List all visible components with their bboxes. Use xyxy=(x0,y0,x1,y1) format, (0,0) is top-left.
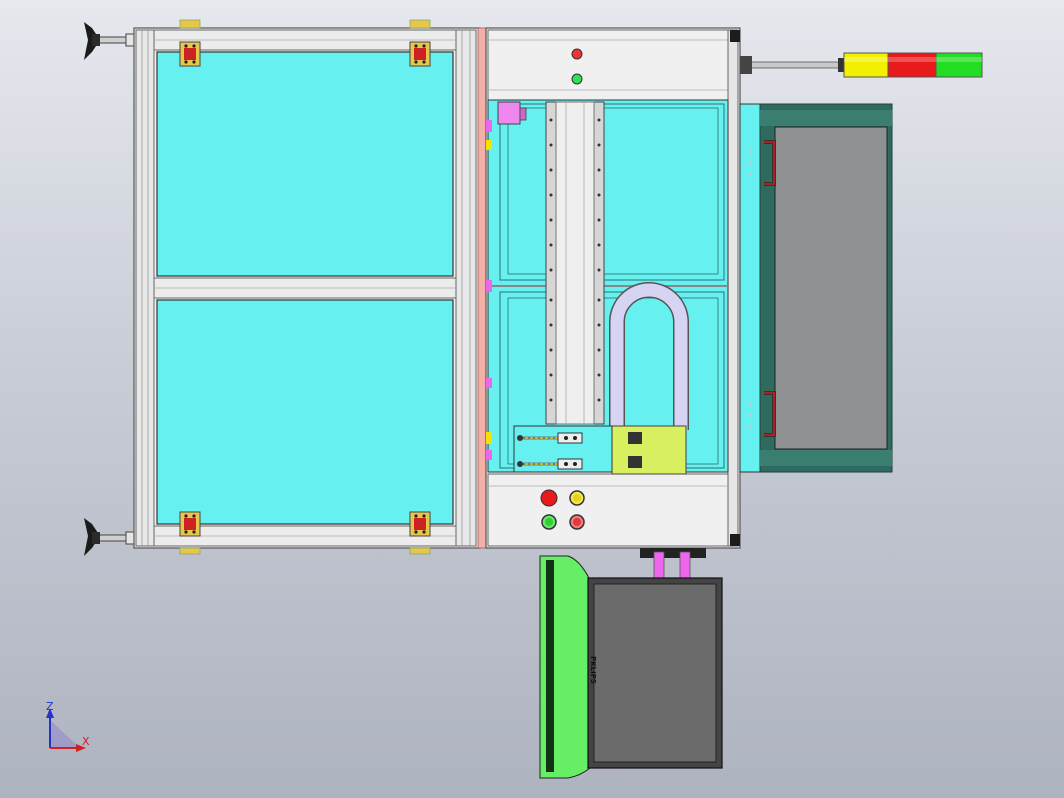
indicator-lamp-icon xyxy=(571,48,583,60)
glass-panel-upper xyxy=(156,51,454,277)
carriage-bracket xyxy=(611,425,687,475)
linear-axis xyxy=(545,101,605,425)
push-button-icon[interactable] xyxy=(569,490,585,506)
cable-loop xyxy=(609,282,689,430)
axis-triad-icon: Z X xyxy=(46,700,90,752)
leveling-foot-top-icon xyxy=(84,22,137,60)
drawer-handle-icon[interactable] xyxy=(764,140,776,186)
top-control-panel xyxy=(487,29,729,101)
monitor: PKLIPS xyxy=(587,577,723,769)
hinge-icon xyxy=(409,511,431,555)
push-button-icon[interactable] xyxy=(569,514,585,530)
monitor-stand xyxy=(539,555,591,779)
drawer-handle-icon[interactable] xyxy=(764,391,776,437)
signal-tower-icon xyxy=(739,52,983,78)
bottom-control-panel xyxy=(487,473,729,547)
axis-z-label: Z xyxy=(46,700,54,713)
motor-block xyxy=(497,101,527,125)
monitor-screen xyxy=(593,583,717,763)
side-tabs xyxy=(486,120,492,460)
hinge-icon xyxy=(179,19,201,67)
push-button-icon[interactable] xyxy=(540,489,558,507)
push-button-icon[interactable] xyxy=(541,514,557,530)
hinge-icon xyxy=(409,19,431,67)
drawer[interactable] xyxy=(739,103,893,473)
left-frame-module xyxy=(133,27,487,549)
monitor-brand: PKLIPS xyxy=(589,656,597,684)
drawer-panel xyxy=(774,126,888,450)
glass-panel-lower xyxy=(156,299,454,525)
axis-x-label: X xyxy=(82,735,90,748)
indicator-lamp-icon xyxy=(571,73,583,85)
leveling-foot-bottom-icon xyxy=(84,518,137,556)
sensor-plate xyxy=(513,425,613,473)
monitor-arm xyxy=(640,548,706,581)
hinge-icon xyxy=(179,511,201,555)
